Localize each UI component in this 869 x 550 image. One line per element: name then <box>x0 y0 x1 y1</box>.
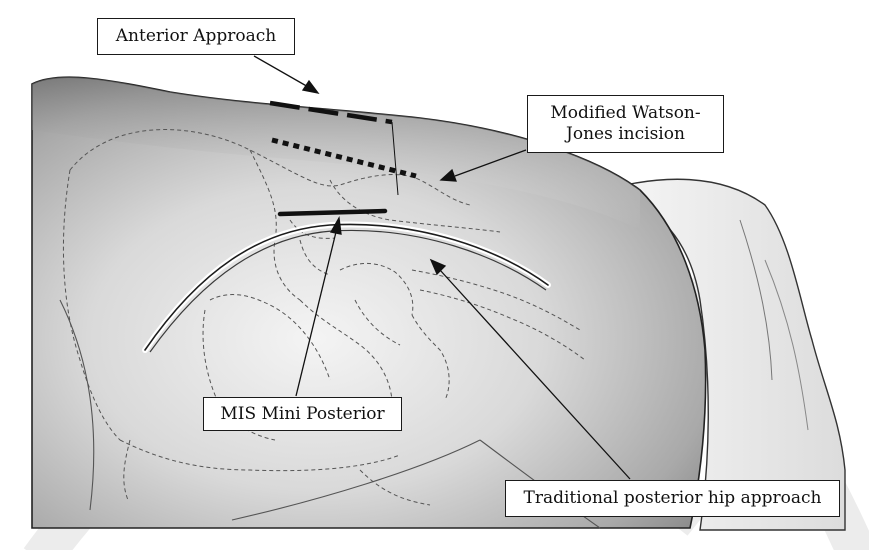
label-watson-line1: Modified Watson- <box>550 103 701 123</box>
anterior-incision <box>269 100 393 125</box>
label-traditional-text: Traditional posterior hip approach <box>523 488 822 508</box>
label-anterior-text: Anterior Approach <box>115 26 277 46</box>
drape-sheet <box>609 178 846 531</box>
label-modified-watson-jones: Modified Watson- Jones incision <box>527 95 724 153</box>
leader-arrows <box>253 55 631 480</box>
label-mis-mini-posterior: MIS Mini Posterior <box>203 397 402 431</box>
label-mis-text: MIS Mini Posterior <box>220 403 385 424</box>
watson-jones-incision <box>271 137 417 179</box>
mis-mini-incision <box>277 208 388 217</box>
pelvis-dashed-outline <box>62 129 586 506</box>
label-traditional-posterior: Traditional posterior hip approach <box>505 480 840 517</box>
label-watson-line2: Jones incision <box>566 124 685 144</box>
label-anterior-approach: Anterior Approach <box>97 18 295 55</box>
